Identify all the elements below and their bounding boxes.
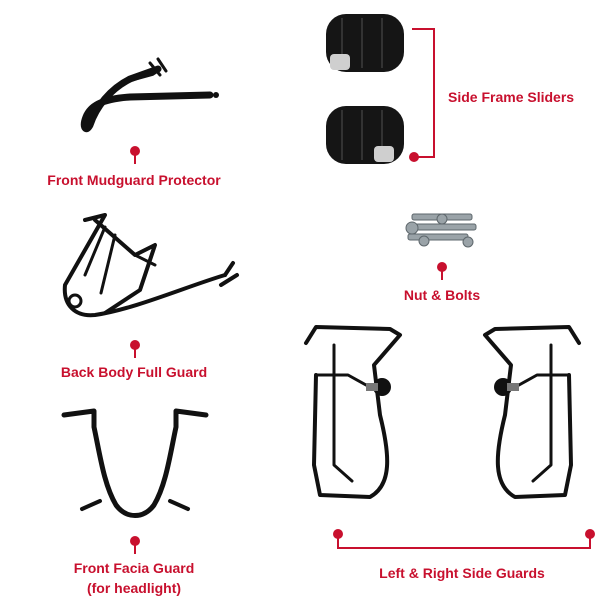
frame-slider-icon (326, 14, 404, 72)
mudguard-pin-line (134, 150, 136, 164)
facia-guard-icon (61, 408, 209, 518)
label-front-mudguard-protector: Front Mudguard Protector (47, 172, 221, 188)
nutbolt-pin-line (441, 266, 443, 280)
side-guard-bracket-line (333, 529, 595, 549)
slider-bracket-line (409, 28, 435, 162)
backguard-pin-line (134, 344, 136, 358)
label-front-facia-guard: Front Facia Guard (73, 560, 195, 576)
side-guard-icon (304, 325, 402, 499)
label-front-facia-guard-sub: (for headlight) (86, 580, 182, 596)
backguard-pin-dot (130, 340, 140, 350)
mudguard-pin-dot (130, 146, 140, 156)
label-nut-and-bolts: Nut & Bolts (403, 287, 481, 303)
facia-pin-dot (130, 536, 140, 546)
frame-slider-icon (326, 106, 404, 164)
facia-pin-line (134, 540, 136, 554)
nutbolt-pin-dot (437, 262, 447, 272)
label-side-frame-sliders: Side Frame Sliders (448, 89, 575, 105)
label-back-body-full-guard: Back Body Full Guard (60, 364, 208, 380)
back-guard-icon (62, 213, 239, 318)
nut-bolt-icon (405, 213, 477, 248)
side-guard-icon (483, 325, 581, 499)
mudguard-protector-icon (80, 57, 219, 133)
label-left-right-side-guards: Left & Right Side Guards (379, 565, 545, 581)
